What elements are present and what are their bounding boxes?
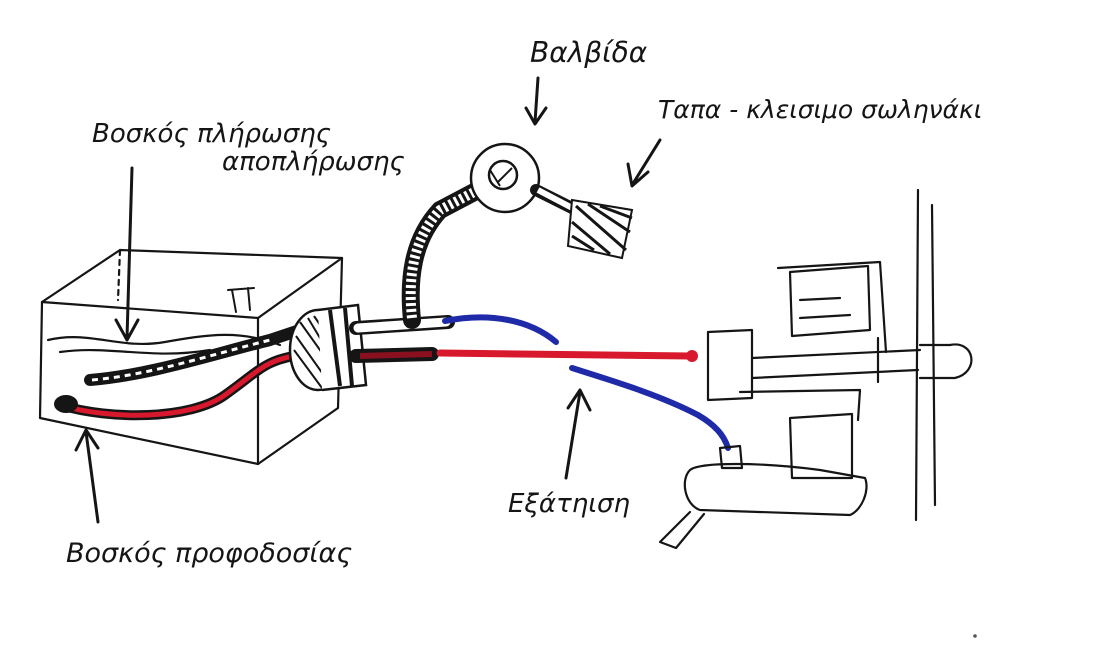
feed-tube — [84, 324, 306, 386]
corrugated-hose — [401, 181, 487, 329]
label-plug: Ταπα - κλεισιμο σωληνάκι — [658, 95, 982, 124]
valve — [469, 142, 541, 214]
plug — [566, 198, 634, 260]
coupling — [288, 303, 368, 392]
svg-text:αποπλήρωσης: αποπλήρωσης — [222, 147, 405, 177]
arrow-component — [564, 388, 592, 480]
red-line — [436, 349, 694, 360]
label-fill-drain-tube: Βοσκός πλήρωσης αποπλήρωσης — [92, 119, 405, 177]
arrow-valve — [524, 76, 548, 126]
label-valve: Βαλβίδα — [530, 36, 648, 69]
vent-pipe — [227, 287, 255, 313]
blue-line — [442, 314, 731, 451]
tank — [38, 248, 344, 466]
machine — [658, 188, 973, 550]
arrows — [74, 76, 662, 524]
arrow-plug — [626, 138, 662, 188]
label-component: Εξάτηιση — [508, 489, 630, 519]
arrow-supply — [74, 428, 100, 524]
svg-text:Βοσκός πλήρωσης: Βοσκός πλήρωσης — [92, 119, 331, 149]
red-hose-in-tank — [54, 350, 305, 421]
arrow-fill-drain — [114, 166, 140, 342]
label-supply-tube: Βοσκός προφοδοσίας — [66, 538, 352, 569]
